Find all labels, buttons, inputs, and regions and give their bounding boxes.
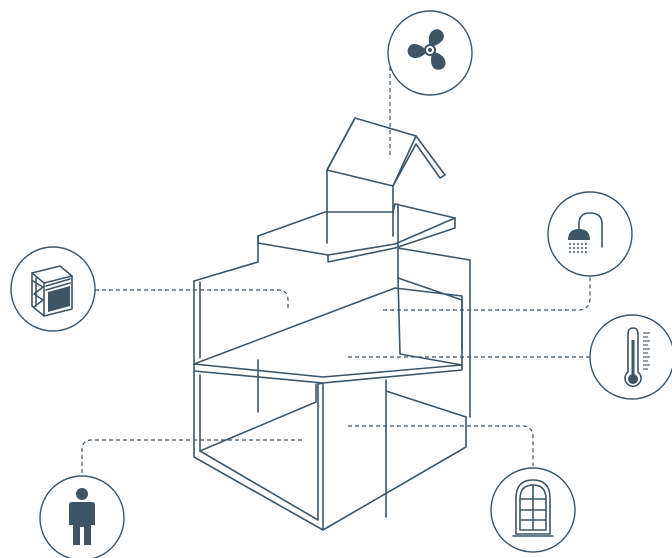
- ground-floor-room: [193, 359, 467, 531]
- window-callout: [490, 467, 576, 553]
- house-cutaway: [193, 117, 471, 531]
- attic-roof: [326, 117, 446, 244]
- thermometer-callout: [589, 314, 672, 400]
- shower-icon: [568, 212, 603, 253]
- connector-insulation: [95, 289, 289, 308]
- connector-lines: [81, 49, 594, 478]
- middle-floor-slab: [193, 287, 463, 384]
- insulation-panel-icon: [31, 265, 73, 317]
- connector-window: [348, 425, 534, 466]
- window-icon: [512, 479, 554, 537]
- fan-callout: [387, 10, 473, 96]
- shower-callout: [547, 191, 633, 277]
- thermometer-icon: [624, 327, 650, 387]
- upper-floor-slab: [193, 203, 456, 282]
- person-callout: [39, 475, 125, 558]
- connector-shower: [383, 276, 591, 311]
- second-storey-walls: [193, 203, 471, 418]
- insulation-callout: [10, 246, 96, 332]
- connector-person: [81, 439, 302, 478]
- fan-icon: [407, 29, 446, 70]
- person-icon: [69, 488, 95, 545]
